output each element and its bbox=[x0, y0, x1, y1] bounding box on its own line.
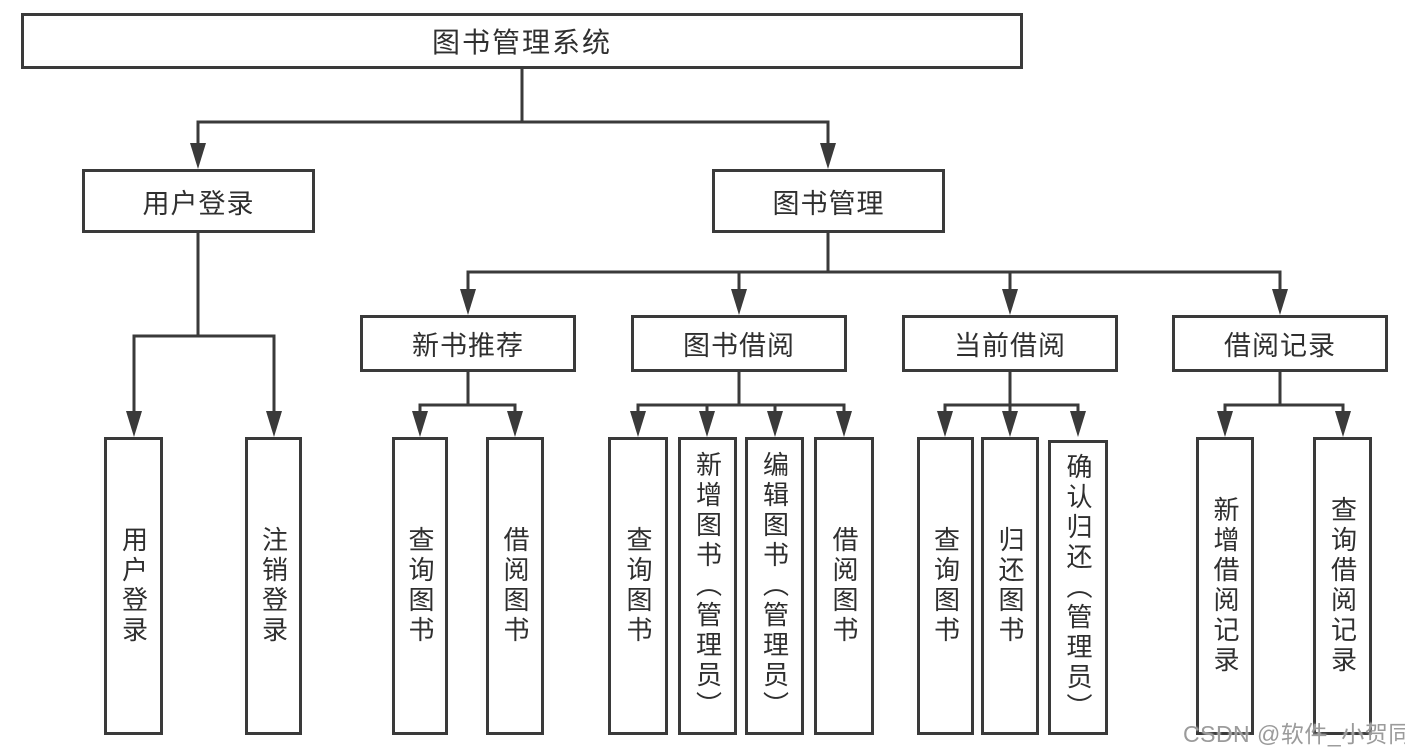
node-leaf-return-books: 归还图书 bbox=[981, 437, 1039, 735]
node-leaf-query-books-1: 查询图书 bbox=[392, 437, 448, 735]
node-leaf-add-books-admin: 新增图书（管理员） bbox=[678, 437, 737, 735]
node-leaf-query-books-2: 查询图书 bbox=[608, 437, 668, 735]
node-borrow-records: 借阅记录 bbox=[1172, 315, 1388, 372]
node-leaf-logout: 注销登录 bbox=[245, 437, 302, 735]
node-book-management: 图书管理 bbox=[712, 169, 945, 233]
node-leaf-confirm-return-admin: 确认归还（管理员） bbox=[1048, 440, 1108, 735]
node-leaf-edit-books-admin: 编辑图书（管理员） bbox=[745, 437, 804, 735]
node-leaf-borrow-books-1: 借阅图书 bbox=[486, 437, 544, 735]
node-user-login: 用户登录 bbox=[82, 169, 315, 233]
node-book-borrowing: 图书借阅 bbox=[631, 315, 847, 372]
node-current-borrowing: 当前借阅 bbox=[902, 315, 1118, 372]
node-leaf-user-login: 用户登录 bbox=[104, 437, 163, 735]
node-leaf-borrow-books-2: 借阅图书 bbox=[814, 437, 874, 735]
csdn-watermark: CSDN @软件_小贺同学 bbox=[1183, 721, 1405, 747]
node-leaf-query-books-3: 查询图书 bbox=[917, 437, 974, 735]
node-leaf-add-borrow-record: 新增借阅记录 bbox=[1196, 437, 1254, 735]
node-new-book-recommend: 新书推荐 bbox=[360, 315, 576, 372]
node-leaf-query-borrow-record: 查询借阅记录 bbox=[1313, 437, 1372, 735]
node-root-system: 图书管理系统 bbox=[21, 13, 1023, 69]
